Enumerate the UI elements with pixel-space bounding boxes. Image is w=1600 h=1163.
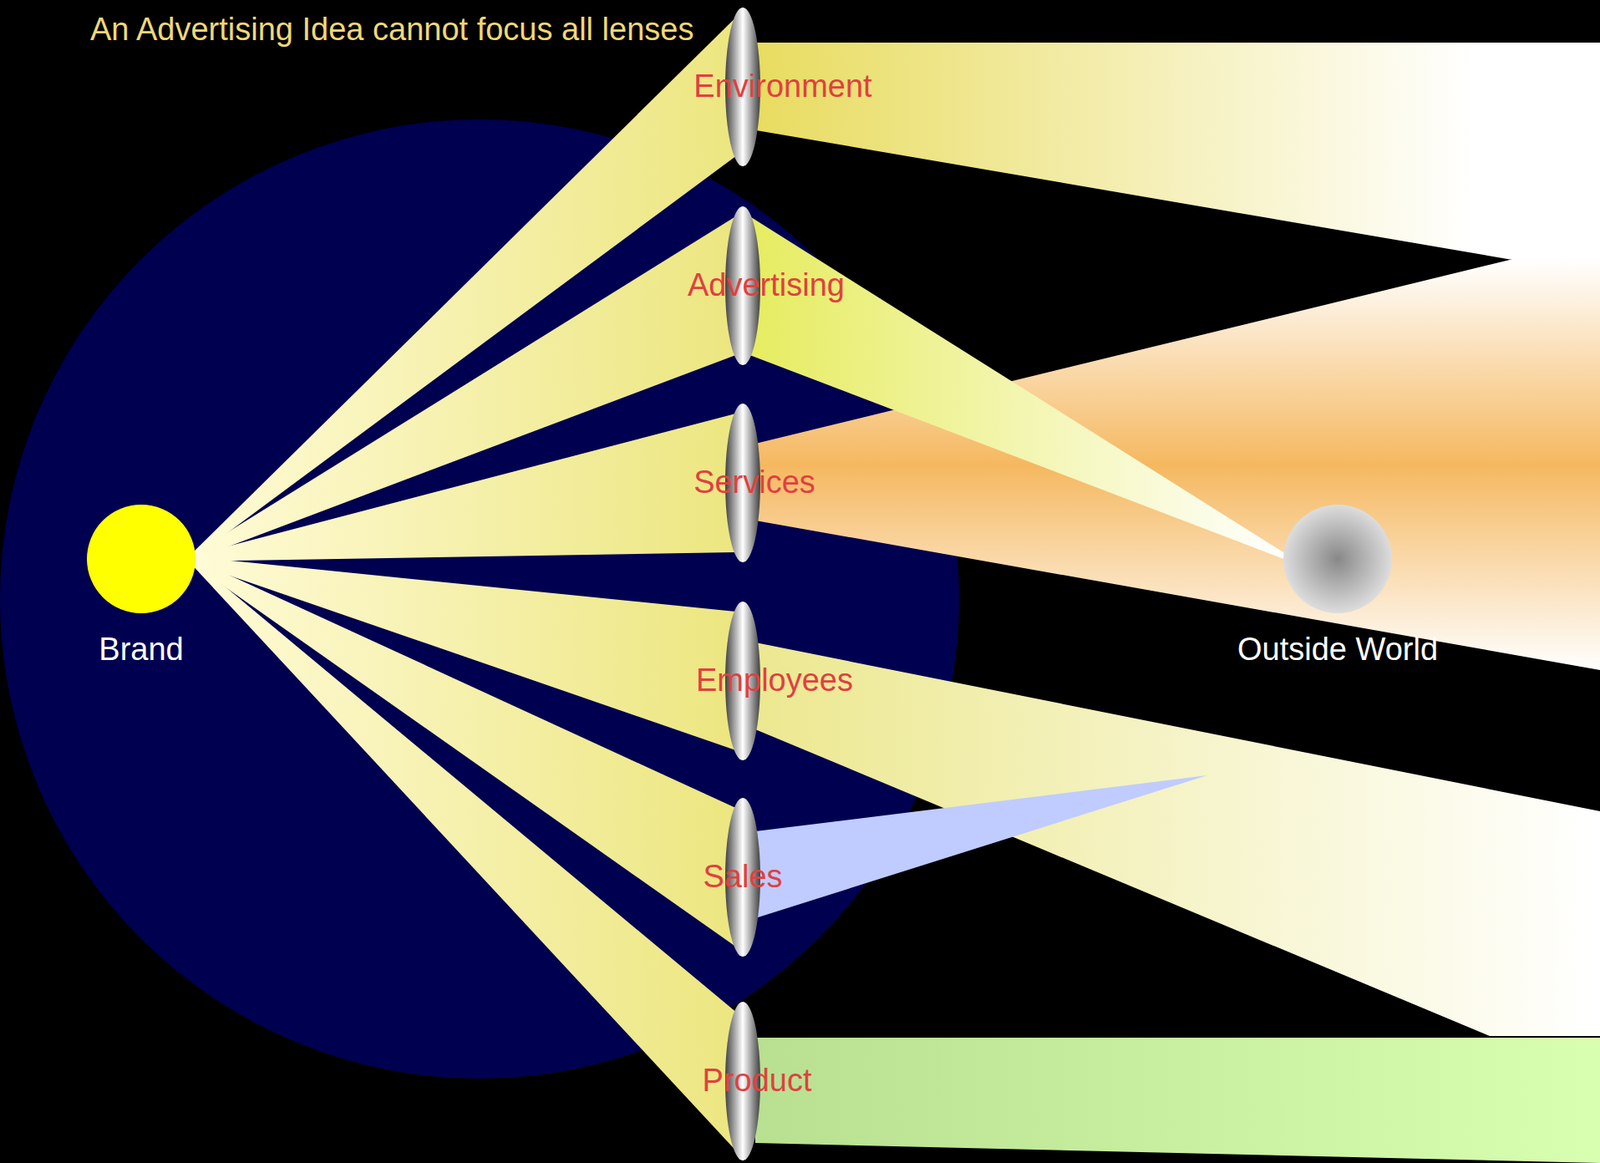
sales-beam — [755, 775, 1208, 919]
lens-label: Product — [702, 1062, 813, 1100]
lens-label: Employees — [695, 662, 854, 700]
lens-label: Sales — [702, 858, 783, 896]
light-beam — [188, 216, 737, 562]
shape — [86, 504, 196, 614]
circle — [1283, 504, 1392, 614]
lens: Employees — [725, 601, 761, 761]
light-beam — [188, 17, 737, 562]
lens: Environment — [725, 7, 761, 167]
node-label: Brand — [98, 631, 183, 669]
environment-beam — [756, 42, 1600, 260]
light-beam — [188, 556, 737, 947]
lens-label: Services — [693, 464, 816, 502]
employees-beam — [755, 642, 1600, 1037]
lens-label: Environment — [693, 68, 872, 106]
lens: Sales — [725, 797, 761, 957]
brand-circle: Brand — [86, 504, 196, 614]
lens: Advertising — [725, 206, 761, 366]
outside-world-circle: Outside World — [1283, 504, 1392, 614]
shape — [1283, 504, 1392, 614]
lens: Services — [725, 403, 761, 563]
light-beam — [188, 556, 737, 1151]
light-beam — [188, 413, 737, 562]
lens: Product — [725, 1001, 761, 1161]
product-beam — [755, 1037, 1600, 1163]
node-label: Outside World — [1237, 631, 1438, 669]
circle — [86, 504, 196, 614]
diagram-title: An Advertising Idea cannot focus all len… — [90, 11, 694, 48]
lens-label: Advertising — [687, 267, 845, 305]
